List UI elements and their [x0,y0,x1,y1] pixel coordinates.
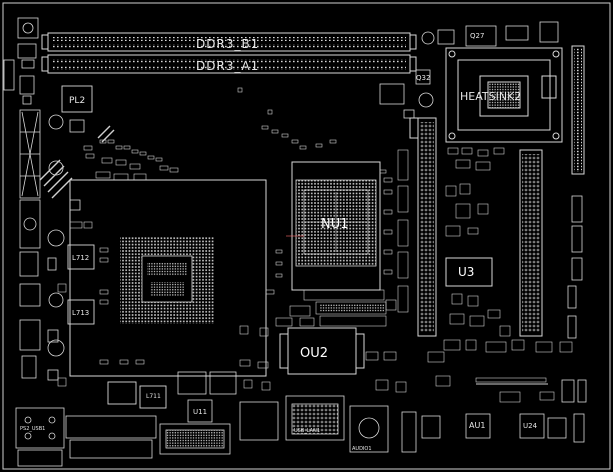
ps2-label: PS2_USB1 [20,426,45,432]
u3-label: U3 [458,265,474,279]
smd-strip-pins [320,304,384,312]
left-io-column [19,109,41,379]
pci-slot-right [519,149,543,337]
cpu-socket [69,179,267,377]
smd-cluster-cpu-w [57,221,109,387]
l713-label: L713 [72,309,89,317]
l712-label: L712 [72,254,89,262]
l712-inductor [67,244,95,270]
bottom-io-row [15,371,585,467]
pcie-slot-left [409,117,437,337]
q32-label: Q32 [416,74,430,82]
nu1-label: NU1 [321,217,349,232]
heatsink-label: HEATSINK2 [460,90,521,103]
ddr3-a-label: DDR3_A1 [196,59,259,73]
usb-lan-label: USB_LAN1 [294,428,320,434]
nu1-chip [286,161,381,291]
top-right-components [379,21,559,119]
pl2-label: PL2 [69,96,85,106]
l711-inductor [139,385,167,409]
smd-cluster-bottom [99,325,555,403]
l712-inductor-b [107,381,137,405]
diagonal-traces [39,125,115,199]
q27-label: Q27 [470,32,484,40]
smd-cluster-nu1 [237,87,393,295]
u3-chip [445,257,493,287]
au1-label: AU1 [469,421,485,430]
ddr3-slot-b [41,32,417,52]
smd-cluster-cpu-nw [83,139,179,181]
right-side-headers [561,195,587,403]
ou2-label: OU2 [300,346,328,361]
chip-column-mid [385,149,409,313]
top-left-components [3,17,39,105]
heatsink2 [445,47,563,143]
left-caps [47,114,85,381]
ddr3-b-label: DDR3_B1 [196,37,259,51]
smd-cluster-middle-right [443,147,573,353]
ddr3-slot-a [41,54,417,74]
l713-inductor [67,299,95,325]
u24-label: U24 [523,422,538,430]
ou2-chip [279,327,365,375]
pl2-inductor [61,85,93,113]
audio-label: AUDIO1 [352,446,372,452]
l711-label: L711 [146,393,161,400]
u11-label: U11 [193,408,207,416]
right-edge-connector [541,45,585,175]
